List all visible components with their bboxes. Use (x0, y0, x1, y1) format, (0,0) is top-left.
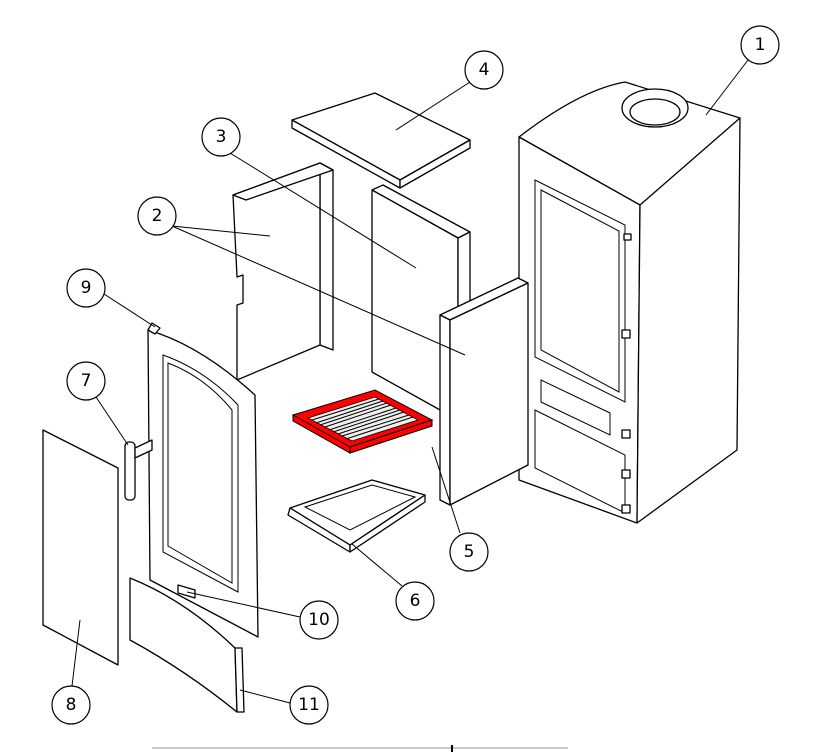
callout-label: 6 (410, 591, 421, 611)
part-side-liner-left (232, 162, 334, 381)
leader-lines (71, 59, 749, 704)
part-door-handle (124, 439, 153, 501)
callout-11: 11 (289, 685, 329, 725)
callout-label: 1 (755, 35, 766, 55)
callout-10: 10 (299, 600, 339, 640)
part-ash-tray (287, 479, 426, 553)
callout-3: 3 (201, 117, 241, 157)
callout-label: 8 (66, 695, 77, 715)
bottom-border (152, 745, 568, 752)
callout-label: 3 (216, 127, 227, 147)
callout-6: 6 (395, 581, 435, 621)
callout-label: 11 (298, 695, 320, 715)
callout-label: 2 (152, 206, 163, 226)
callout-label: 7 (81, 371, 92, 391)
callout-1: 1 (740, 25, 780, 65)
part-door-frame (147, 322, 259, 638)
part-side-liner-right (439, 277, 529, 506)
part-door-glass (42, 429, 119, 666)
part-grate (291, 389, 434, 454)
callout-4: 4 (464, 50, 504, 90)
callout-label: 10 (308, 610, 330, 630)
part-ash-door-cover (129, 577, 245, 713)
callout-5: 5 (449, 532, 489, 572)
callout-9: 9 (66, 268, 106, 308)
callout-7: 7 (66, 361, 106, 401)
callout-label: 5 (464, 542, 475, 562)
callout-label: 4 (479, 60, 490, 80)
part-baffle-plate (291, 92, 471, 189)
callout-label: 9 (81, 278, 92, 298)
callout-2: 2 (137, 196, 177, 236)
part-stove-body (518, 81, 741, 524)
callout-8: 8 (51, 685, 91, 725)
